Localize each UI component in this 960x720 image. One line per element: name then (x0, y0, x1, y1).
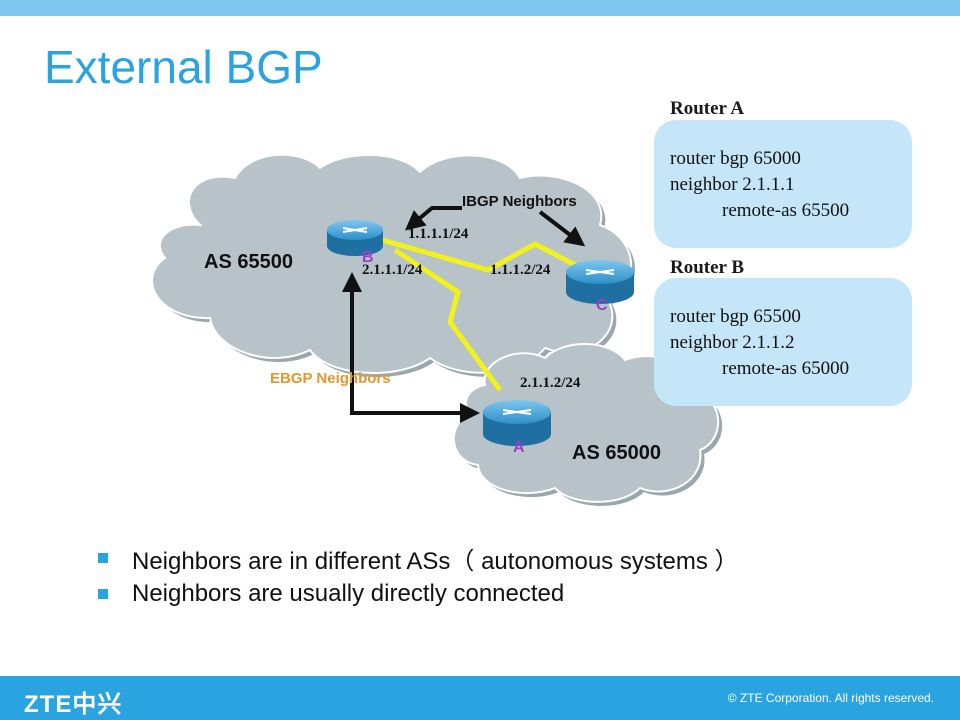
address-b-a: 2.1.1.1/24 (362, 262, 423, 278)
router-a-icon (483, 400, 551, 446)
config-line: remote-as 65000 (722, 358, 850, 379)
config-line: neighbor 2.1.1.1 (670, 174, 795, 195)
cloud-as-65500 (151, 153, 636, 377)
slide-title: External BGP (44, 41, 323, 93)
zte-logo: ZTE中兴 (24, 691, 123, 718)
address-c-b: 1.1.1.2/24 (490, 262, 551, 278)
as-65500-label: AS 65500 (204, 251, 293, 273)
config-line: router bgp 65000 (670, 148, 801, 169)
footer-bar: ZTE中兴 © ZTE Corporation. All rights rese… (0, 676, 960, 720)
router-c-letter: C (596, 297, 608, 314)
ibgp-arrows (404, 206, 586, 247)
config-line: neighbor 2.1.1.2 (670, 332, 795, 353)
router-b-config-box: router bgp 65500 neighbor 2.1.1.2 remote… (654, 278, 912, 406)
bullet-item: Neighbors are usually directly connected (98, 576, 739, 612)
bullet-text: Neighbors are usually directly connected (132, 580, 565, 607)
router-a-letter: A (513, 439, 525, 456)
router-a-config-title: Router A (670, 98, 745, 119)
router-b-letter: B (362, 249, 374, 266)
top-accent-bar (0, 0, 960, 16)
ibgp-label: IBGP Neighbors (462, 193, 577, 210)
router-a-config-box: router bgp 65000 neighbor 2.1.1.1 remote… (654, 120, 912, 248)
as-65000-label: AS 65000 (572, 442, 661, 464)
bullet-square-icon (98, 553, 108, 563)
bullet-list: Neighbors are in different ASs（ autonomo… (98, 540, 739, 612)
config-line: router bgp 65500 (670, 306, 801, 327)
router-c-icon (566, 260, 634, 304)
copyright-text: © ZTE Corporation. All rights reserved. (727, 691, 934, 705)
ebgp-label: EBGP Neighbors (270, 370, 391, 387)
bullet-item: Neighbors are in different ASs（ autonomo… (98, 540, 739, 576)
ebgp-arrows (342, 272, 480, 423)
config-line: remote-as 65500 (722, 200, 850, 221)
link-b-to-a (393, 247, 503, 392)
router-b-config-title: Router B (670, 257, 745, 278)
link-b-to-c (381, 237, 587, 273)
router-b-icon (327, 220, 383, 256)
address-b-c: 1.1.1.1/24 (408, 226, 469, 242)
bullet-square-icon (98, 589, 108, 599)
bullet-text: Neighbors are in different ASs（ autonomo… (132, 547, 739, 575)
address-a-b: 2.1.1.2/24 (520, 375, 581, 391)
